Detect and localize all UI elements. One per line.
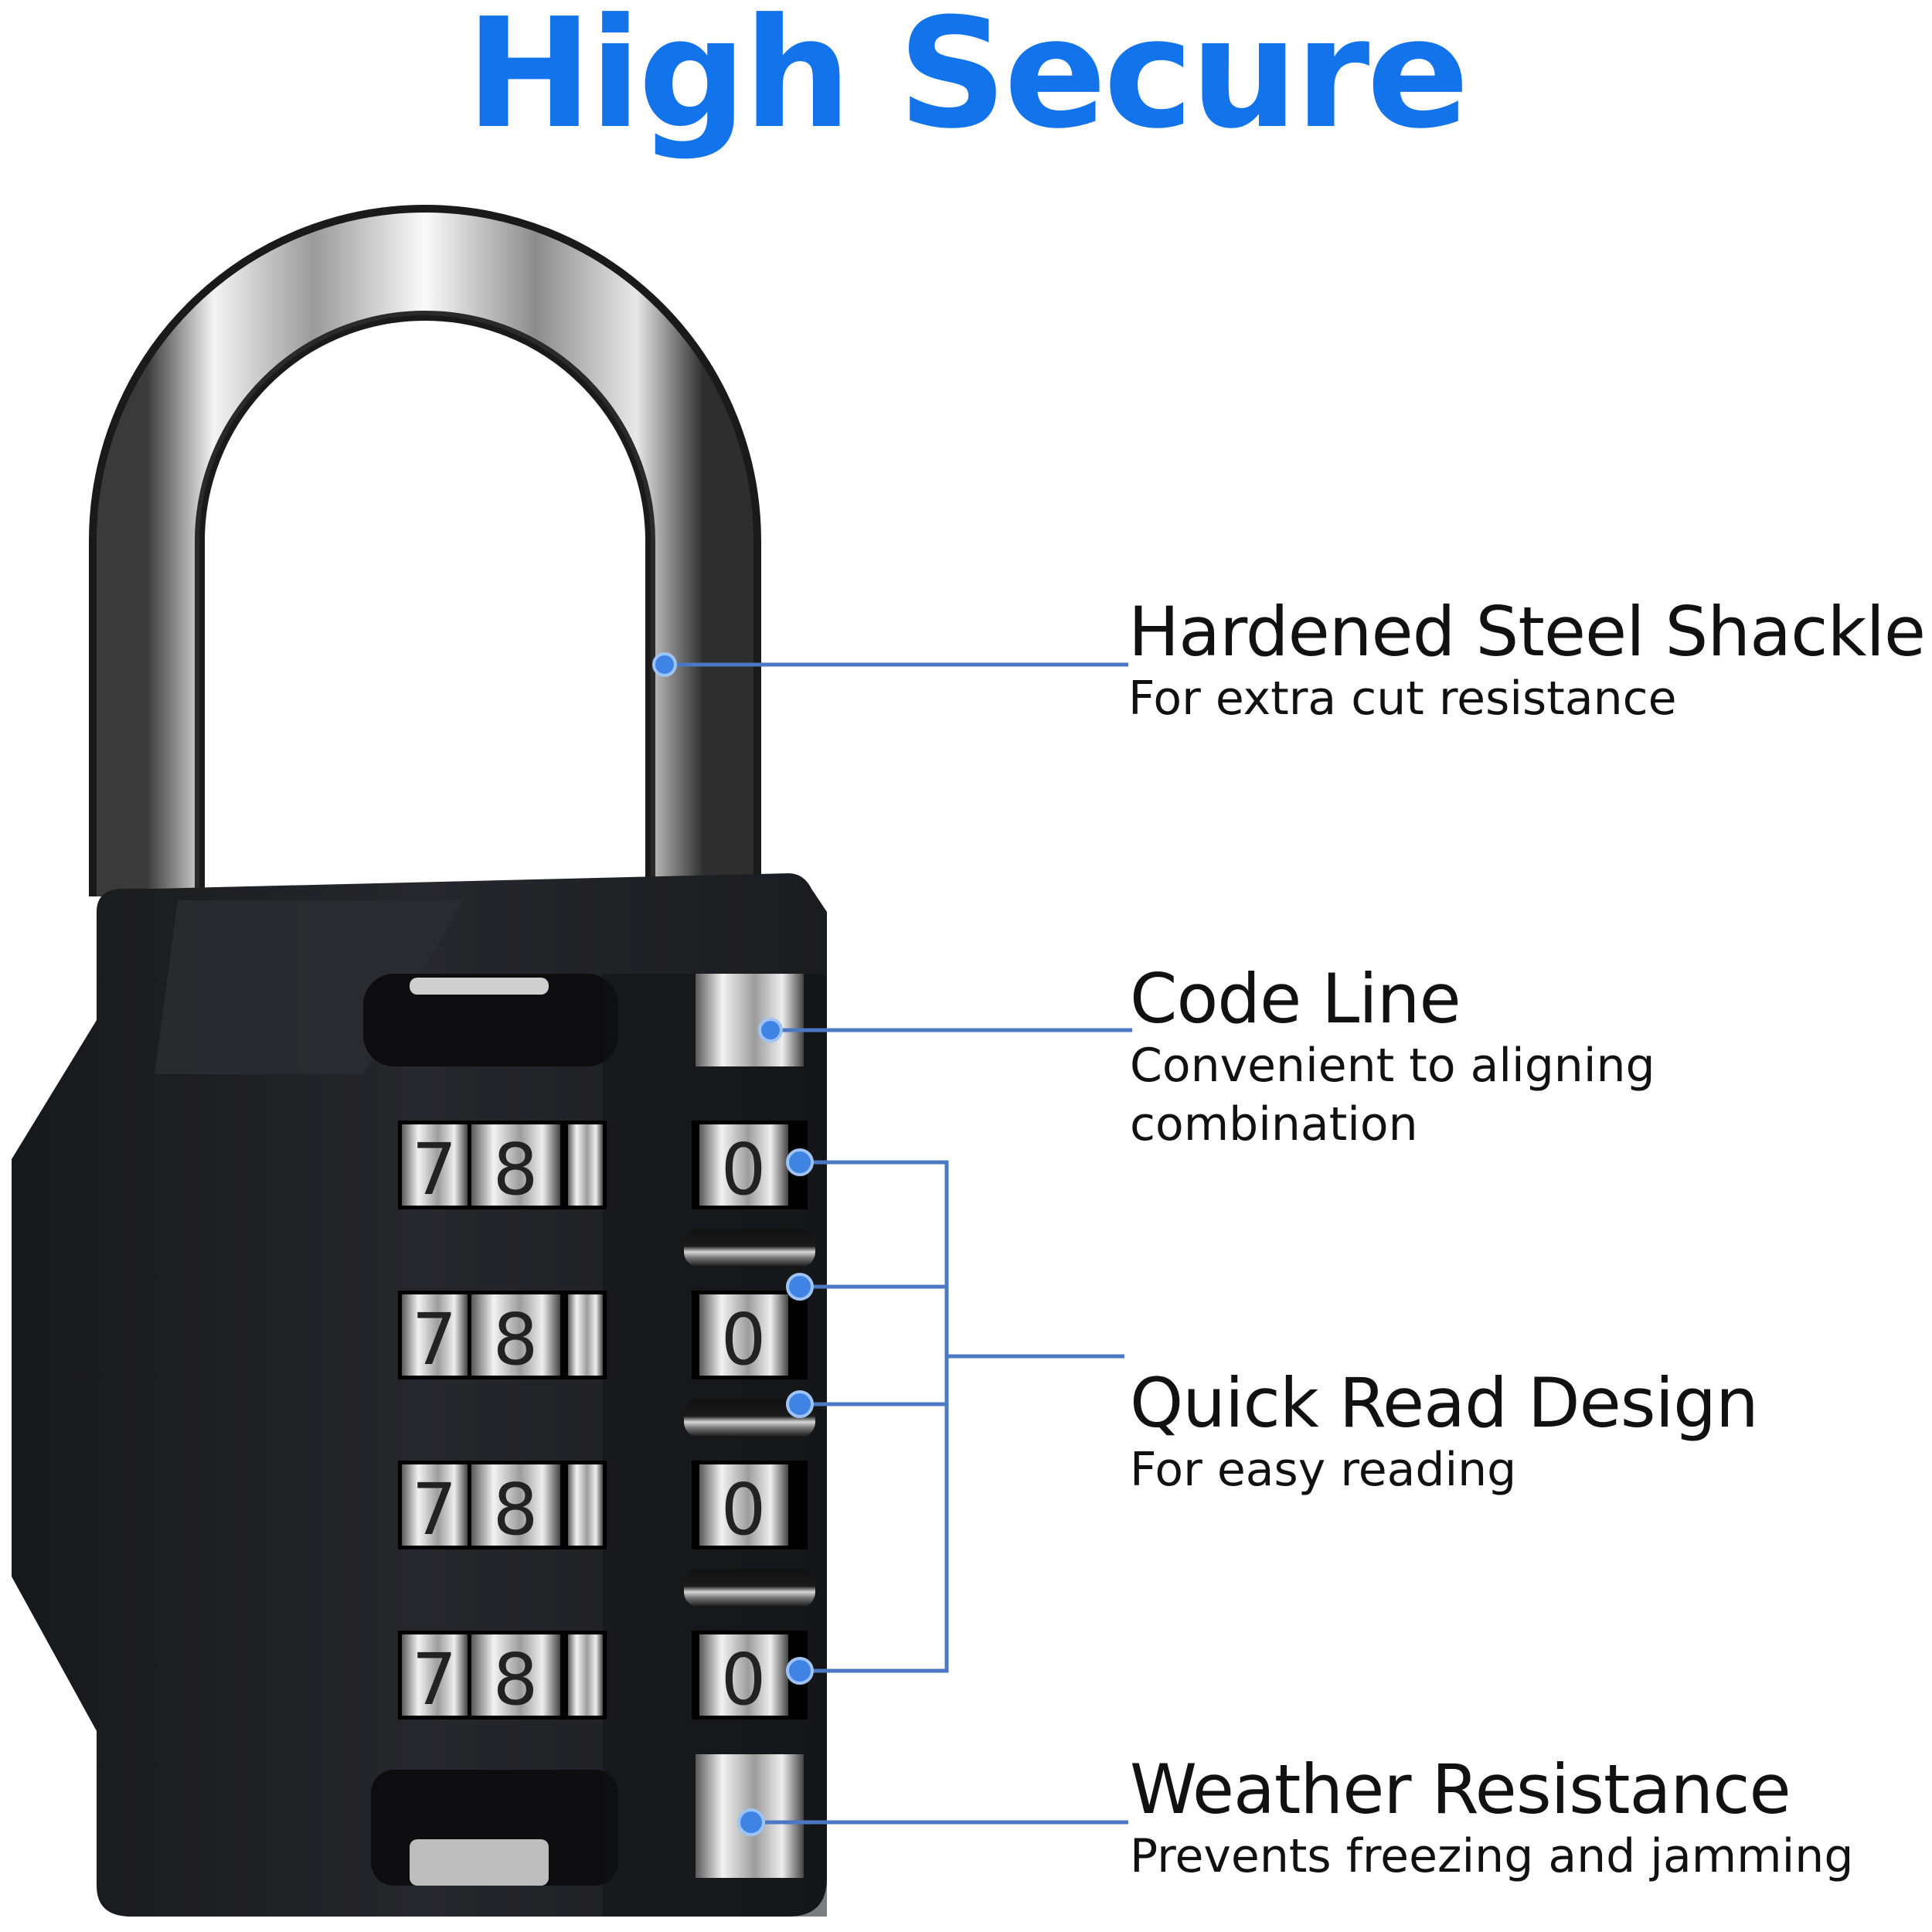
callout-dots xyxy=(652,652,814,1836)
dial-digit: 8 xyxy=(493,1468,539,1551)
callout-lines xyxy=(665,662,1132,1825)
callout-shackle: Hardened Steel Shackle For extra cut res… xyxy=(1128,592,1926,728)
dial-digit: 7 xyxy=(412,1468,457,1551)
dial-digit: 7 xyxy=(412,1128,457,1211)
callout-weather: Weather Resistance Prevents freezing and… xyxy=(1130,1753,1853,1886)
callout-title: Hardened Steel Shackle xyxy=(1128,592,1926,672)
shackle xyxy=(89,205,761,896)
callout-title: Weather Resistance xyxy=(1130,1750,1791,1829)
combination-dials: 7 8 0 7 8 0 7 8 0 xyxy=(398,1121,815,1721)
dot-dial-1 xyxy=(786,1148,814,1176)
callout-subtitle: Prevents freezing and jamming xyxy=(1130,1829,1854,1883)
callout-subtitle: For extra cut resistance xyxy=(1128,672,1677,726)
dial-code-digit: 0 xyxy=(721,1468,767,1551)
callout-title: Code Line xyxy=(1130,959,1461,1039)
dial-code-digit: 0 xyxy=(721,1298,767,1381)
dot-dial-2 xyxy=(786,1273,814,1301)
dial-digit: 8 xyxy=(493,1638,539,1721)
callout-subtitle-cont: combination xyxy=(1130,1097,1418,1151)
dial-code-digit: 0 xyxy=(721,1638,767,1721)
dot-code-line xyxy=(758,1018,783,1043)
dial-digit: 8 xyxy=(493,1128,539,1211)
dial-digit: 8 xyxy=(493,1298,539,1381)
callout-title: Quick Read Design xyxy=(1130,1363,1759,1443)
lock-body xyxy=(12,873,827,1917)
dial-digit: 7 xyxy=(412,1298,457,1381)
page-title: High Secure xyxy=(465,0,1470,162)
dial-digit: 7 xyxy=(412,1638,457,1721)
dial-code-digit: 0 xyxy=(721,1128,767,1211)
dot-weather xyxy=(737,1808,765,1836)
dot-dial-4 xyxy=(786,1657,814,1685)
callout-subtitle: Convenient to aligning xyxy=(1130,1039,1655,1093)
callout-subtitle: For easy reading xyxy=(1130,1443,1517,1497)
dot-shackle xyxy=(652,652,677,677)
dot-dial-3 xyxy=(786,1390,814,1418)
callout-code-line: Code Line Convenient to aligning combina… xyxy=(1130,962,1655,1154)
callout-quick-read: Quick Read Design For easy reading xyxy=(1130,1363,1759,1499)
